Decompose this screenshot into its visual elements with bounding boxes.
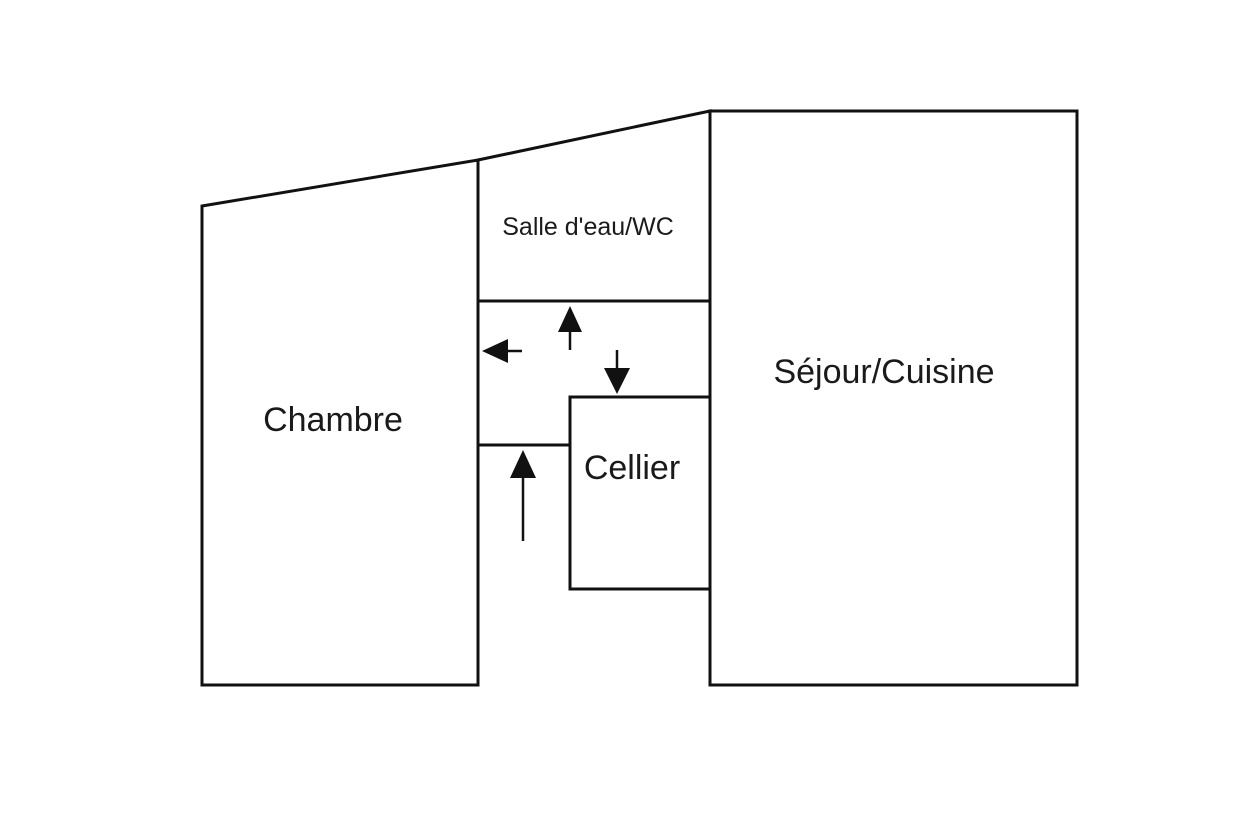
- cellier-label: Cellier: [584, 449, 680, 487]
- sejour-label: Séjour/Cuisine: [773, 353, 994, 391]
- arrow-left-chambre-icon: [482, 339, 522, 363]
- chambre-room: [200, 158, 480, 687]
- cellier-room: [568, 395, 712, 591]
- salle-eau-label: Salle d'eau/WC: [502, 213, 674, 241]
- arrow-up-salle-eau-icon: [558, 306, 582, 350]
- chambre-label: Chambre: [263, 401, 403, 439]
- arrow-down-cellier-icon: [604, 350, 630, 394]
- room-labels: Chambre Salle d'eau/WC Cellier Séjour/Cu…: [263, 213, 994, 487]
- door-arrows: [482, 306, 630, 541]
- arrow-entrance-icon: [510, 450, 536, 541]
- walls: [200, 109, 1079, 687]
- salle-eau-room: [476, 109, 712, 303]
- sejour-room: [708, 109, 1079, 687]
